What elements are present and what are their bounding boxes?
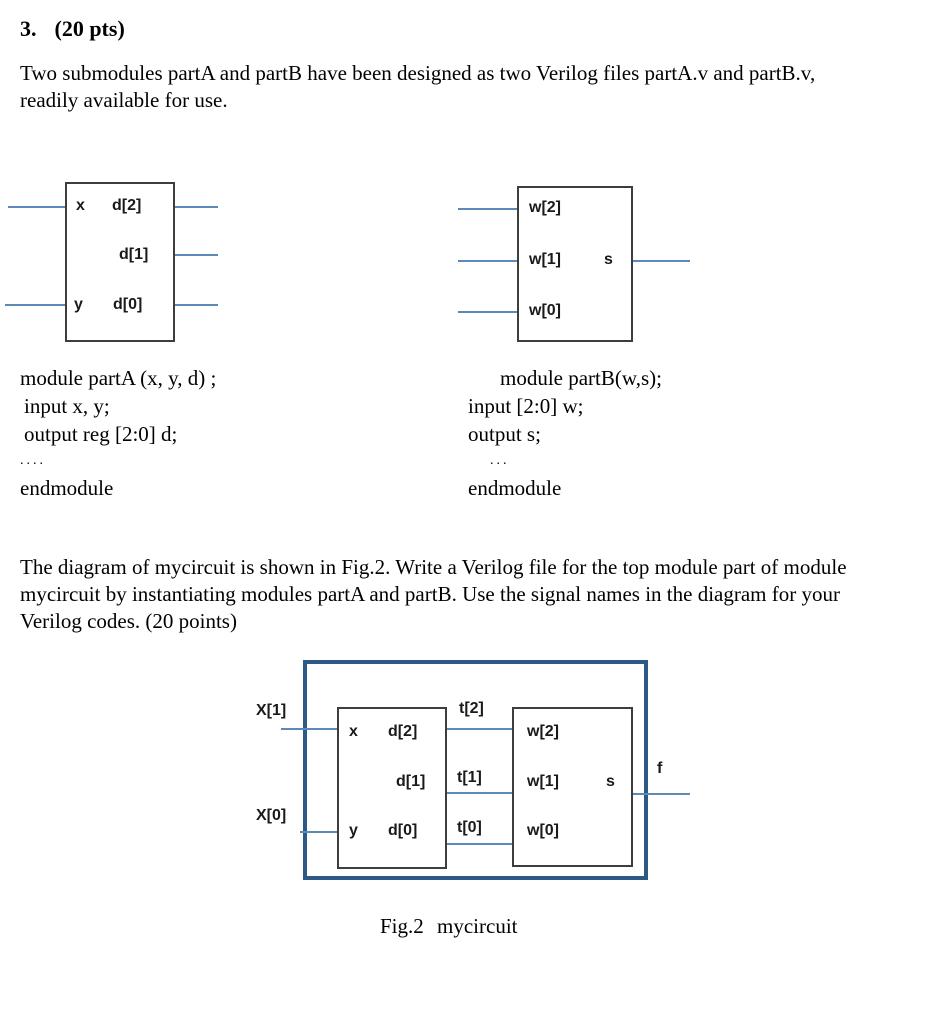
parta-port-label-d2: d[2] — [112, 197, 142, 214]
fig2-net-label-t0: t[0] — [457, 819, 482, 836]
parta-code-line-1: module partA (x, y, d) ; — [20, 366, 217, 390]
intro-paragraph: Two submodules partA and partB have been… — [20, 61, 816, 112]
parta-port-label-x: x — [76, 197, 85, 214]
partb-code-line-3: output s; — [468, 422, 541, 446]
partb-input-w0-wire — [458, 311, 517, 313]
parta-code-ellipsis: .... — [20, 453, 46, 468]
partb-input-w1-wire — [458, 260, 517, 262]
fig2-parta-label-d0: d[0] — [388, 822, 418, 839]
fig2-caption: Fig.2 mycircuit — [380, 914, 518, 938]
problem-points: (20 pts) — [54, 16, 125, 41]
fig2-input-x1-wire — [281, 728, 337, 730]
fig2-output-label-f: f — [657, 760, 663, 777]
partb-module-box — [517, 186, 633, 342]
parta-input-y-wire — [5, 304, 65, 306]
partb-port-label-w1: w[1] — [529, 251, 561, 268]
partb-input-w2-wire — [458, 208, 517, 210]
fig2-net-t2-wire — [447, 728, 512, 730]
partb-code-listing: module partB(w,s); input [2:0] w; output… — [468, 364, 662, 502]
problem-number: 3. — [20, 16, 37, 41]
fig2-parta-label-d1: d[1] — [396, 773, 426, 790]
fig2-partb-box — [512, 707, 633, 867]
partb-code-ellipsis: ... — [490, 453, 510, 468]
fig2-partb-label-w0: w[0] — [527, 822, 559, 839]
fig2-partb-label-w1: w[1] — [527, 773, 559, 790]
fig2-net-t0-wire — [447, 843, 512, 845]
fig2-net-label-t1: t[1] — [457, 769, 482, 786]
parta-output-d2-wire — [175, 206, 218, 208]
partb-code-line-5: endmodule — [468, 476, 562, 500]
fig2-parta-box — [337, 707, 447, 869]
parta-output-d0-wire — [175, 304, 218, 306]
parta-code-line-3: output reg [2:0] d; — [24, 422, 178, 446]
question-paragraph: The diagram of mycircuit is shown in Fig… — [20, 555, 847, 633]
parta-code-line-2: input x, y; — [24, 394, 110, 418]
fig2-parta-label-x: x — [349, 723, 358, 740]
parta-port-label-d1: d[1] — [119, 246, 149, 263]
partb-output-s-wire — [633, 260, 690, 262]
fig2-input-label-x0: X[0] — [256, 807, 287, 824]
problem-header: 3. (20 pts) — [20, 16, 125, 42]
fig2-input-x0-wire — [300, 831, 337, 833]
partb-port-label-w2: w[2] — [529, 199, 561, 216]
fig2-output-f-wire — [633, 793, 690, 795]
parta-code-listing: module partA (x, y, d) ; input x, y; out… — [20, 364, 216, 502]
fig2-partb-label-w2: w[2] — [527, 723, 559, 740]
parta-port-label-y: y — [74, 296, 83, 313]
partb-port-label-s: s — [604, 251, 613, 268]
fig2-parta-label-y: y — [349, 822, 358, 839]
fig2-parta-label-d2: d[2] — [388, 723, 418, 740]
partb-code-line-1: module partB(w,s); — [500, 366, 662, 390]
parta-code-line-5: endmodule — [20, 476, 114, 500]
partb-port-label-w0: w[0] — [529, 302, 561, 319]
parta-module-box — [65, 182, 175, 342]
fig2-net-t1-wire — [447, 792, 512, 794]
parta-port-label-d0: d[0] — [113, 296, 143, 313]
fig2-net-label-t2: t[2] — [459, 700, 484, 717]
parta-input-x-wire — [8, 206, 65, 208]
parta-output-d1-wire — [175, 254, 218, 256]
fig2-input-label-x1: X[1] — [256, 702, 287, 719]
partb-code-line-2: input [2:0] w; — [468, 394, 584, 418]
fig2-partb-label-s: s — [606, 773, 615, 790]
